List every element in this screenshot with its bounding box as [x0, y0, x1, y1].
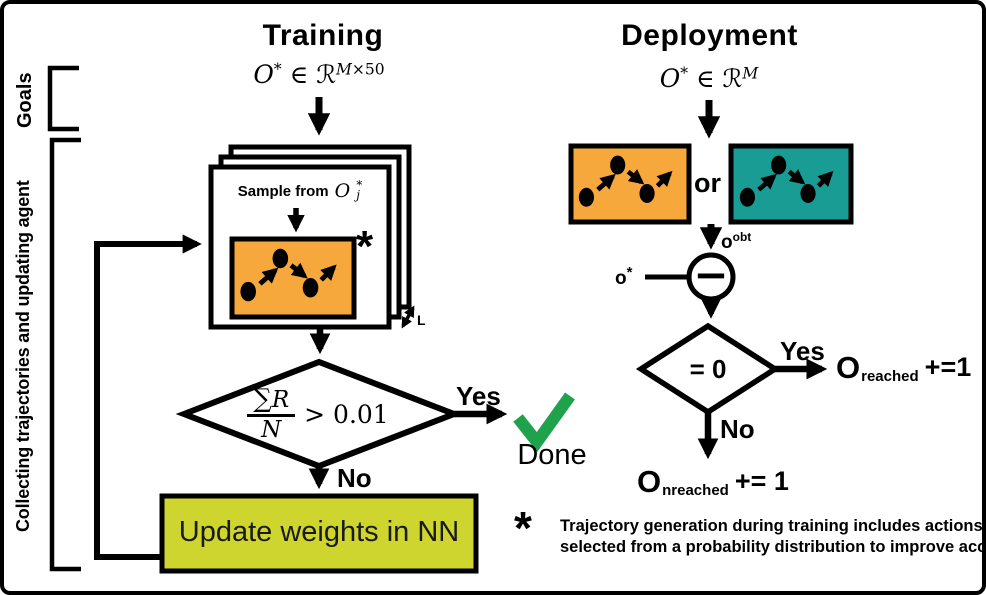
collecting-bracket — [49, 137, 81, 572]
trajectory-arrow — [787, 169, 806, 185]
trajectory-dot — [610, 155, 626, 175]
count-var: N — [247, 414, 296, 442]
reached-counter: O reached +=1 — [836, 350, 972, 385]
element-of-symbol: ∈ — [289, 60, 309, 89]
target-base: o — [615, 268, 627, 289]
goal-var: O — [253, 60, 274, 89]
trajectory-dot — [739, 187, 755, 207]
trajectory-arrow — [258, 267, 279, 286]
sample-from-line: Sample from O *j — [225, 180, 375, 202]
sum-symbol: ∑ — [253, 383, 272, 414]
trajectory-dot — [639, 184, 655, 203]
not-reached-base: O — [637, 464, 662, 499]
trajectory-arrow — [319, 264, 337, 282]
footnote-line1: Trajectory generation during training in… — [560, 517, 983, 535]
training-title: Training — [262, 19, 384, 52]
reached-sub: reached — [861, 368, 919, 385]
not-reached-op: += 1 — [734, 466, 789, 496]
sample-var-sub: j — [356, 188, 360, 202]
collecting-section-label: Collecting trajectories and updating age… — [13, 180, 33, 532]
real-set-symbol: ℛ — [722, 64, 743, 93]
sample-from-label: Sample from — [237, 182, 329, 200]
footnote-star: * — [514, 502, 532, 554]
not-reached-sub: nreached — [662, 482, 729, 499]
subtract-node-circle — [686, 252, 736, 302]
reward-var: R — [271, 386, 290, 413]
trajectory-dot — [272, 248, 289, 269]
deployment-goal-formula: O* ∈ ℛM — [634, 64, 784, 93]
deployment-no-label: No — [720, 414, 755, 444]
element-of-symbol: ∈ — [695, 64, 715, 93]
goal-dim-var: M — [742, 64, 759, 83]
obtained-base: o — [721, 232, 733, 253]
target-output-label: o* — [615, 264, 632, 290]
real-set-symbol: ℛ — [316, 60, 337, 89]
sample-var: O — [334, 180, 351, 202]
trajectory-arrow — [289, 262, 308, 279]
goals-bracket — [47, 65, 79, 132]
done-label: Done — [517, 439, 587, 471]
trajectory-graphic-training — [240, 248, 337, 302]
goals-section-label: Goals — [14, 72, 36, 128]
training-goal-formula: O* ∈ ℛM×50 — [229, 60, 409, 89]
not-reached-counter: O nreached += 1 — [637, 464, 789, 499]
trajectory-footnote-star: * — [356, 222, 374, 271]
target-sup: * — [626, 264, 633, 281]
trajectory-dot — [302, 278, 319, 298]
trajectory-arrow — [816, 170, 834, 188]
trajectory-arrow — [757, 173, 777, 192]
goal-star: * — [273, 60, 282, 79]
goal-var: O — [659, 64, 681, 93]
obtained-output-label: oobt — [721, 230, 751, 254]
reward-fraction: ∑R N — [247, 383, 296, 442]
training-yes-label: Yes — [456, 381, 501, 411]
goal-dim-rest: ×50 — [351, 60, 385, 79]
deployment-title: Deployment — [621, 19, 798, 52]
footnote-line2: selected from a probability distribution… — [560, 538, 986, 557]
training-decision-formula: ∑R N > 0.01 — [232, 378, 404, 450]
training-no-label: No — [337, 463, 372, 493]
stack-depth-label: L — [417, 312, 426, 328]
trajectory-graphic-deploy-orange — [578, 155, 673, 207]
sample-var-sup: * — [356, 178, 363, 193]
trajectory-dot — [578, 187, 594, 207]
trajectory-graphic-deploy-teal — [739, 155, 834, 207]
trajectory-arrow — [626, 169, 645, 185]
deployment-yes-label: Yes — [780, 336, 825, 366]
obtained-sup: obt — [732, 230, 752, 244]
reached-base: O — [836, 350, 861, 385]
trajectory-arrow — [655, 170, 673, 188]
flowchart-linework — [47, 65, 854, 574]
threshold-comparison: > 0.01 — [304, 399, 389, 429]
trajectory-arrow — [596, 173, 616, 192]
update-weights-label: Update weights in NN — [178, 516, 460, 548]
goal-star: * — [680, 64, 688, 83]
equals-zero-label: = 0 — [689, 354, 727, 384]
stack-depth-arrow — [401, 305, 415, 329]
or-label: or — [694, 168, 721, 198]
reached-op: +=1 — [924, 352, 972, 382]
trajectory-dot — [771, 155, 787, 175]
minus-sign: − — [693, 250, 729, 299]
trajectory-dot — [240, 281, 256, 302]
footnote-text: Trajectory generation during training in… — [560, 516, 986, 559]
trajectory-dot — [800, 184, 816, 203]
update-weights-box — [159, 493, 479, 574]
loop-back-arrow — [94, 234, 202, 560]
goal-dim-var: M — [336, 60, 352, 79]
done-check-icon — [513, 392, 575, 452]
